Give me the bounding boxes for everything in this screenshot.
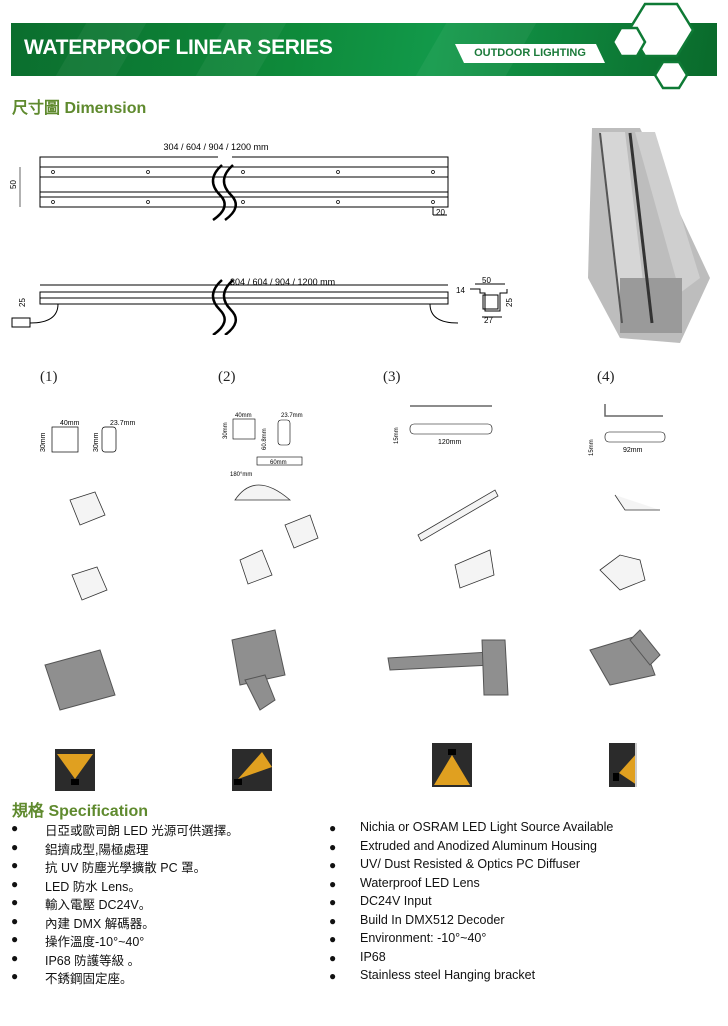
spec-item-text: LED 防水 Lens。 bbox=[45, 879, 141, 894]
spec-item-text: Extruded and Anodized Aluminum Housing bbox=[360, 838, 597, 853]
bullet-icon: ● bbox=[11, 839, 19, 854]
spec-item-text: Nichia or OSRAM LED Light Source Availab… bbox=[360, 820, 614, 834]
bullet-icon: ● bbox=[329, 950, 337, 965]
bullet-icon: ● bbox=[329, 839, 337, 854]
svg-text:30mm: 30mm bbox=[93, 432, 100, 452]
spec-item-text: IP68 防護等級 。 bbox=[45, 953, 141, 968]
bullet-icon: ● bbox=[329, 913, 337, 928]
bullet-icon: ● bbox=[329, 932, 337, 946]
spec-item-text: Environment: -10°~40° bbox=[360, 931, 487, 945]
section-height-label: 25 bbox=[505, 298, 514, 307]
beam-angle-icon-4 bbox=[609, 743, 637, 787]
svg-text:60.8mm: 60.8mm bbox=[262, 428, 268, 450]
bullet-icon: ● bbox=[11, 895, 19, 909]
spec-item-text: 鋁擠成型,陽極處理 bbox=[45, 842, 149, 857]
bracket-illustrations bbox=[44, 484, 661, 711]
svg-text:30mm: 30mm bbox=[40, 432, 47, 452]
dimension-drawing: 304 / 604 / 904 / 1200 mm 50 20 304 / 60… bbox=[9, 142, 459, 335]
bracket-3-label: (3) bbox=[383, 369, 401, 385]
svg-text:23.7mm: 23.7mm bbox=[281, 413, 303, 419]
category-tag-label: OUTDOOR LIGHTING bbox=[474, 47, 586, 59]
bullet-icon: ● bbox=[11, 858, 19, 872]
svg-text:180°mm: 180°mm bbox=[230, 472, 252, 478]
bullet-icon: ● bbox=[11, 876, 19, 891]
side-length-label: 304 / 604 / 904 / 1200 mm bbox=[230, 277, 335, 287]
svg-text:15mm: 15mm bbox=[589, 439, 595, 456]
spec-item-text: UV/ Dust Resisted & Optics PC Diffuser bbox=[360, 857, 580, 871]
spec-item-text: 輸入電壓 DC24V。 bbox=[45, 898, 152, 912]
spec-item-text: DC24V Input bbox=[360, 894, 432, 908]
header-banner bbox=[11, 23, 717, 76]
spec-item-text: 抗 UV 防塵光學擴散 PC 罩。 bbox=[45, 861, 207, 875]
svg-text:92mm: 92mm bbox=[623, 447, 643, 454]
bracket-2-label: (2) bbox=[218, 369, 236, 385]
edge-label: 20 bbox=[436, 208, 445, 217]
svg-text:120mm: 120mm bbox=[438, 439, 462, 446]
side-height-label: 25 bbox=[18, 298, 27, 307]
bracket-4-drawing: 15mm 92mm bbox=[589, 404, 666, 456]
bracket-1-drawing: 40mm 30mm 23.7mm 30mm bbox=[40, 420, 135, 453]
svg-text:23.7mm: 23.7mm bbox=[110, 420, 135, 427]
spec-item-text: 不銹鋼固定座。 bbox=[45, 972, 133, 986]
bracket-1-label: (1) bbox=[40, 369, 58, 385]
section-bottom-label: 27 bbox=[484, 316, 493, 325]
svg-text:40mm: 40mm bbox=[60, 420, 80, 427]
spec-item-text: 操作溫度-10°~40° bbox=[45, 935, 145, 949]
svg-text:30mm: 30mm bbox=[223, 422, 229, 439]
bullet-icon: ● bbox=[329, 821, 337, 835]
bullet-icon: ● bbox=[11, 950, 19, 965]
bullet-icon: ● bbox=[11, 821, 19, 835]
bracket-3-drawing: 15mm 120mm bbox=[394, 405, 493, 446]
bullet-icon: ● bbox=[11, 932, 19, 946]
beam-angle-icon-3 bbox=[432, 743, 472, 787]
svg-text:40mm: 40mm bbox=[235, 413, 252, 419]
bullet-icon: ● bbox=[329, 876, 337, 891]
spec-item-text: Build In DMX512 Decoder bbox=[360, 912, 505, 927]
svg-text:15mm: 15mm bbox=[394, 427, 400, 444]
spec-item-text: 內建 DMX 解碼器。 bbox=[45, 916, 155, 931]
dimension-heading: 尺寸圖 Dimension bbox=[12, 100, 147, 117]
bullet-icon: ● bbox=[329, 858, 337, 872]
spec-item-text: IP68 bbox=[360, 949, 386, 964]
beam-angle-icon-2 bbox=[232, 749, 272, 791]
top-length-label: 304 / 604 / 904 / 1200 mm bbox=[163, 142, 268, 152]
spec-item-text: 日亞或歐司朗 LED 光源可供選擇。 bbox=[45, 824, 239, 838]
page-title: WATERPROOF LINEAR SERIES bbox=[24, 36, 333, 59]
product-photo bbox=[588, 128, 710, 343]
bullet-icon: ● bbox=[11, 969, 19, 983]
section-drawing: 50 14 25 27 bbox=[456, 276, 514, 325]
svg-text:60mm: 60mm bbox=[270, 460, 287, 466]
spec-item-text: Stainless steel Hanging bracket bbox=[360, 968, 536, 982]
category-tag: OUTDOOR LIGHTING bbox=[455, 44, 605, 63]
bullet-icon: ● bbox=[329, 895, 337, 909]
top-width-label: 50 bbox=[9, 180, 18, 189]
bullet-icon: ● bbox=[329, 969, 337, 983]
spec-heading: 規格 Specification bbox=[12, 803, 149, 820]
bullet-icon: ● bbox=[11, 913, 19, 928]
bracket-4-label: (4) bbox=[597, 369, 615, 385]
section-lip-label: 14 bbox=[456, 286, 465, 295]
spec-item-text: Waterproof LED Lens bbox=[360, 875, 480, 890]
hexagon-decoration bbox=[611, 2, 695, 90]
bracket-2-drawing: 40mm 30mm 23.7mm 60.8mm 60mm 180°mm bbox=[223, 413, 303, 478]
section-top-label: 50 bbox=[482, 276, 491, 285]
beam-angle-icon-1 bbox=[55, 749, 95, 791]
